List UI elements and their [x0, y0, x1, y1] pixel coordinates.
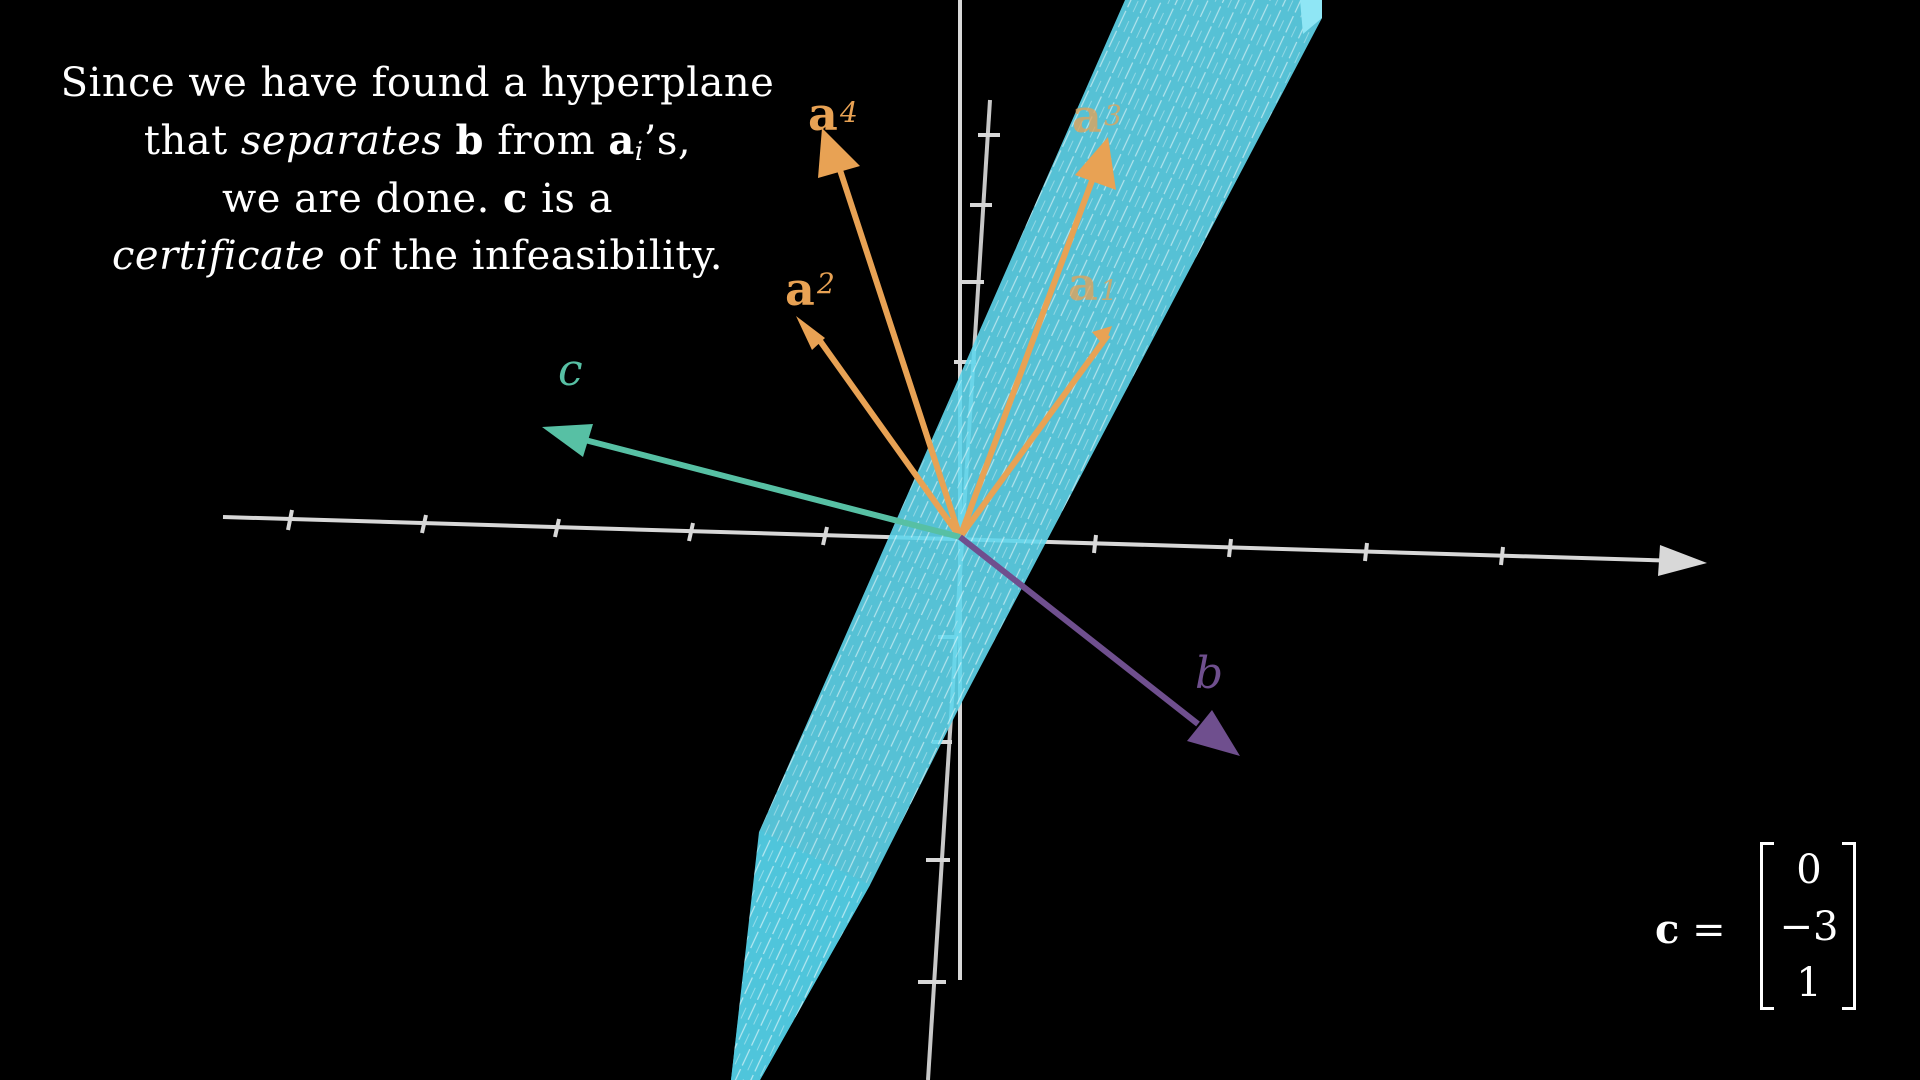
vector-a4-head — [818, 128, 860, 178]
svg-text:4: 4 — [839, 96, 858, 129]
vector-a3-head — [1075, 137, 1116, 190]
svg-text:3: 3 — [1104, 99, 1122, 132]
certificate-lhs: c = — [1655, 906, 1726, 953]
svg-text:1: 1 — [1100, 274, 1118, 307]
caption-line-3: we are done. c is a — [222, 175, 613, 222]
svg-text:a: a — [785, 262, 815, 316]
vector-a2-head — [796, 316, 825, 350]
caption-line-4: certificate of the infeasibility. — [112, 233, 723, 279]
label-c: c — [558, 345, 583, 396]
vector-c — [542, 424, 961, 540]
explanation-caption: Since we have found a hyperplane that se… — [30, 55, 805, 285]
svg-text:a: a — [1072, 89, 1102, 143]
vector-a2 — [815, 336, 963, 539]
label-a3: a 3 — [1072, 89, 1122, 143]
label-a1: a 1 — [1068, 257, 1118, 311]
vector-a1-head — [1092, 326, 1112, 346]
right-bracket — [1842, 842, 1856, 1010]
vector-a4 — [837, 169, 963, 538]
vector-a1 — [957, 333, 1111, 539]
certificate-entry-2: −3 — [1779, 904, 1839, 950]
label-a4: a 4 — [808, 87, 858, 141]
certificate-entry-3: 1 — [1796, 960, 1822, 1006]
label-b: b — [1195, 648, 1223, 699]
caption-line-2: that separates b from ai’s, — [143, 117, 692, 167]
svg-text:a: a — [808, 87, 838, 141]
a-vectors — [796, 128, 1116, 539]
label-a2: a 2 — [785, 262, 835, 316]
caption-line-1: Since we have found a hyperplane — [60, 60, 775, 106]
svg-text:a: a — [1068, 257, 1098, 311]
left-bracket — [1760, 842, 1774, 1010]
separating-hyperplane — [731, 0, 1322, 1080]
certificate-entry-1: 0 — [1796, 847, 1822, 893]
svg-text:2: 2 — [816, 267, 835, 300]
vector-a3 — [957, 176, 1096, 539]
vector-b — [958, 534, 1240, 756]
